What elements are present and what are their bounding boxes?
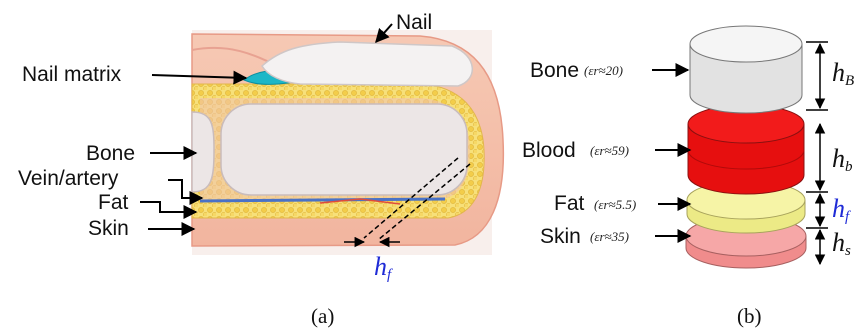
hB-symbol: h xyxy=(832,58,845,87)
nail-label: Nail xyxy=(396,12,432,33)
hb-subscript: b xyxy=(845,159,853,175)
hs-subscript: s xyxy=(845,243,851,259)
hB-dimension-label: hB xyxy=(832,60,854,89)
hs-dimension-label: hs xyxy=(832,230,851,259)
blood-permittivity: (εr≈59) xyxy=(590,143,629,159)
fat-layer-name: Fat xyxy=(554,193,584,214)
hf-symbol: h xyxy=(374,252,387,281)
bone-cylinder xyxy=(690,26,802,113)
bone-permittivity: (εr≈20) xyxy=(584,63,623,79)
label-arrows-b xyxy=(652,70,690,236)
skin-permittivity: (εr≈35) xyxy=(590,229,629,245)
skin-layer-name: Skin xyxy=(540,226,581,247)
hf-subscript: f xyxy=(387,267,391,283)
caption-b: (b) xyxy=(737,304,762,329)
hf-thickness-label: hf xyxy=(374,254,391,283)
fat-permittivity: (εr≈5.5) xyxy=(594,197,636,213)
hb-symbol: h xyxy=(832,144,845,173)
blood-cylinder xyxy=(688,105,804,194)
layer-stack xyxy=(686,26,806,268)
hf-b-subscript: f xyxy=(845,209,849,225)
hf-b-symbol: h xyxy=(832,194,845,223)
bone-label: Bone xyxy=(86,143,135,164)
skin-label: Skin xyxy=(88,218,129,239)
caption-a: (a) xyxy=(311,304,334,329)
nail-matrix-label: Nail matrix xyxy=(22,64,121,85)
hb-dimension-label: hb xyxy=(832,146,853,175)
hB-subscript: B xyxy=(845,73,854,89)
fat-label: Fat xyxy=(98,192,128,213)
hs-symbol: h xyxy=(832,228,845,257)
blood-layer-name: Blood xyxy=(522,140,576,161)
vein-artery-label: Vein/artery xyxy=(18,168,118,189)
nail-plate xyxy=(262,42,472,86)
fat-arrow xyxy=(140,202,196,212)
hf-dimension-label: hf xyxy=(832,196,849,225)
cutout-gap xyxy=(226,258,266,283)
bone-layer-name: Bone xyxy=(530,60,579,81)
dimension-brackets xyxy=(806,42,828,264)
finger-cross-section xyxy=(192,30,503,283)
